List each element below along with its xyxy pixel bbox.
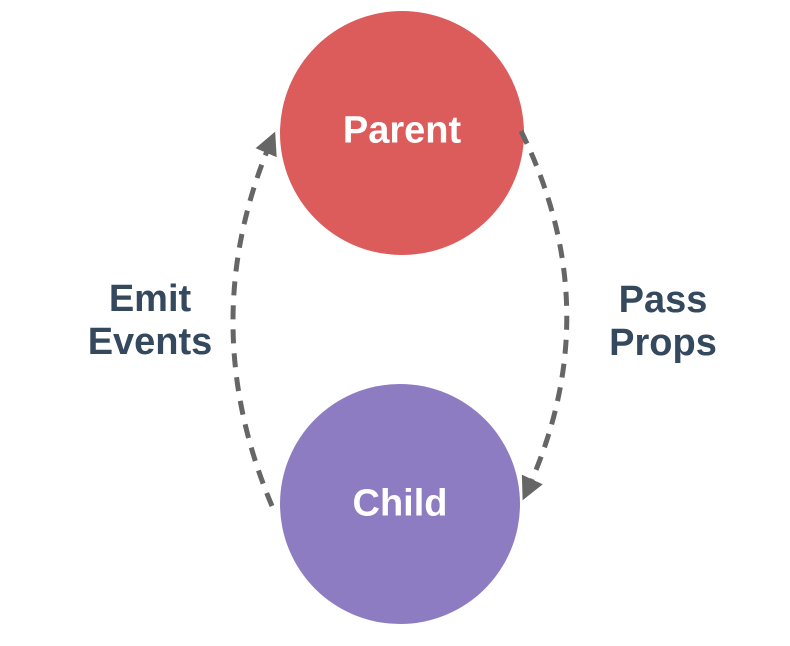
emit-events-arrow — [230, 131, 277, 507]
emit-events-label: Emit Events — [87, 278, 213, 363]
pass-props-label: Pass Props — [609, 279, 717, 364]
parent-node-label: Parent — [342, 109, 462, 152]
child-node-circle — [280, 384, 520, 624]
child-node-label: Child — [352, 482, 448, 525]
parent-node-circle — [280, 11, 524, 255]
pass-props-arrow — [518, 129, 570, 501]
